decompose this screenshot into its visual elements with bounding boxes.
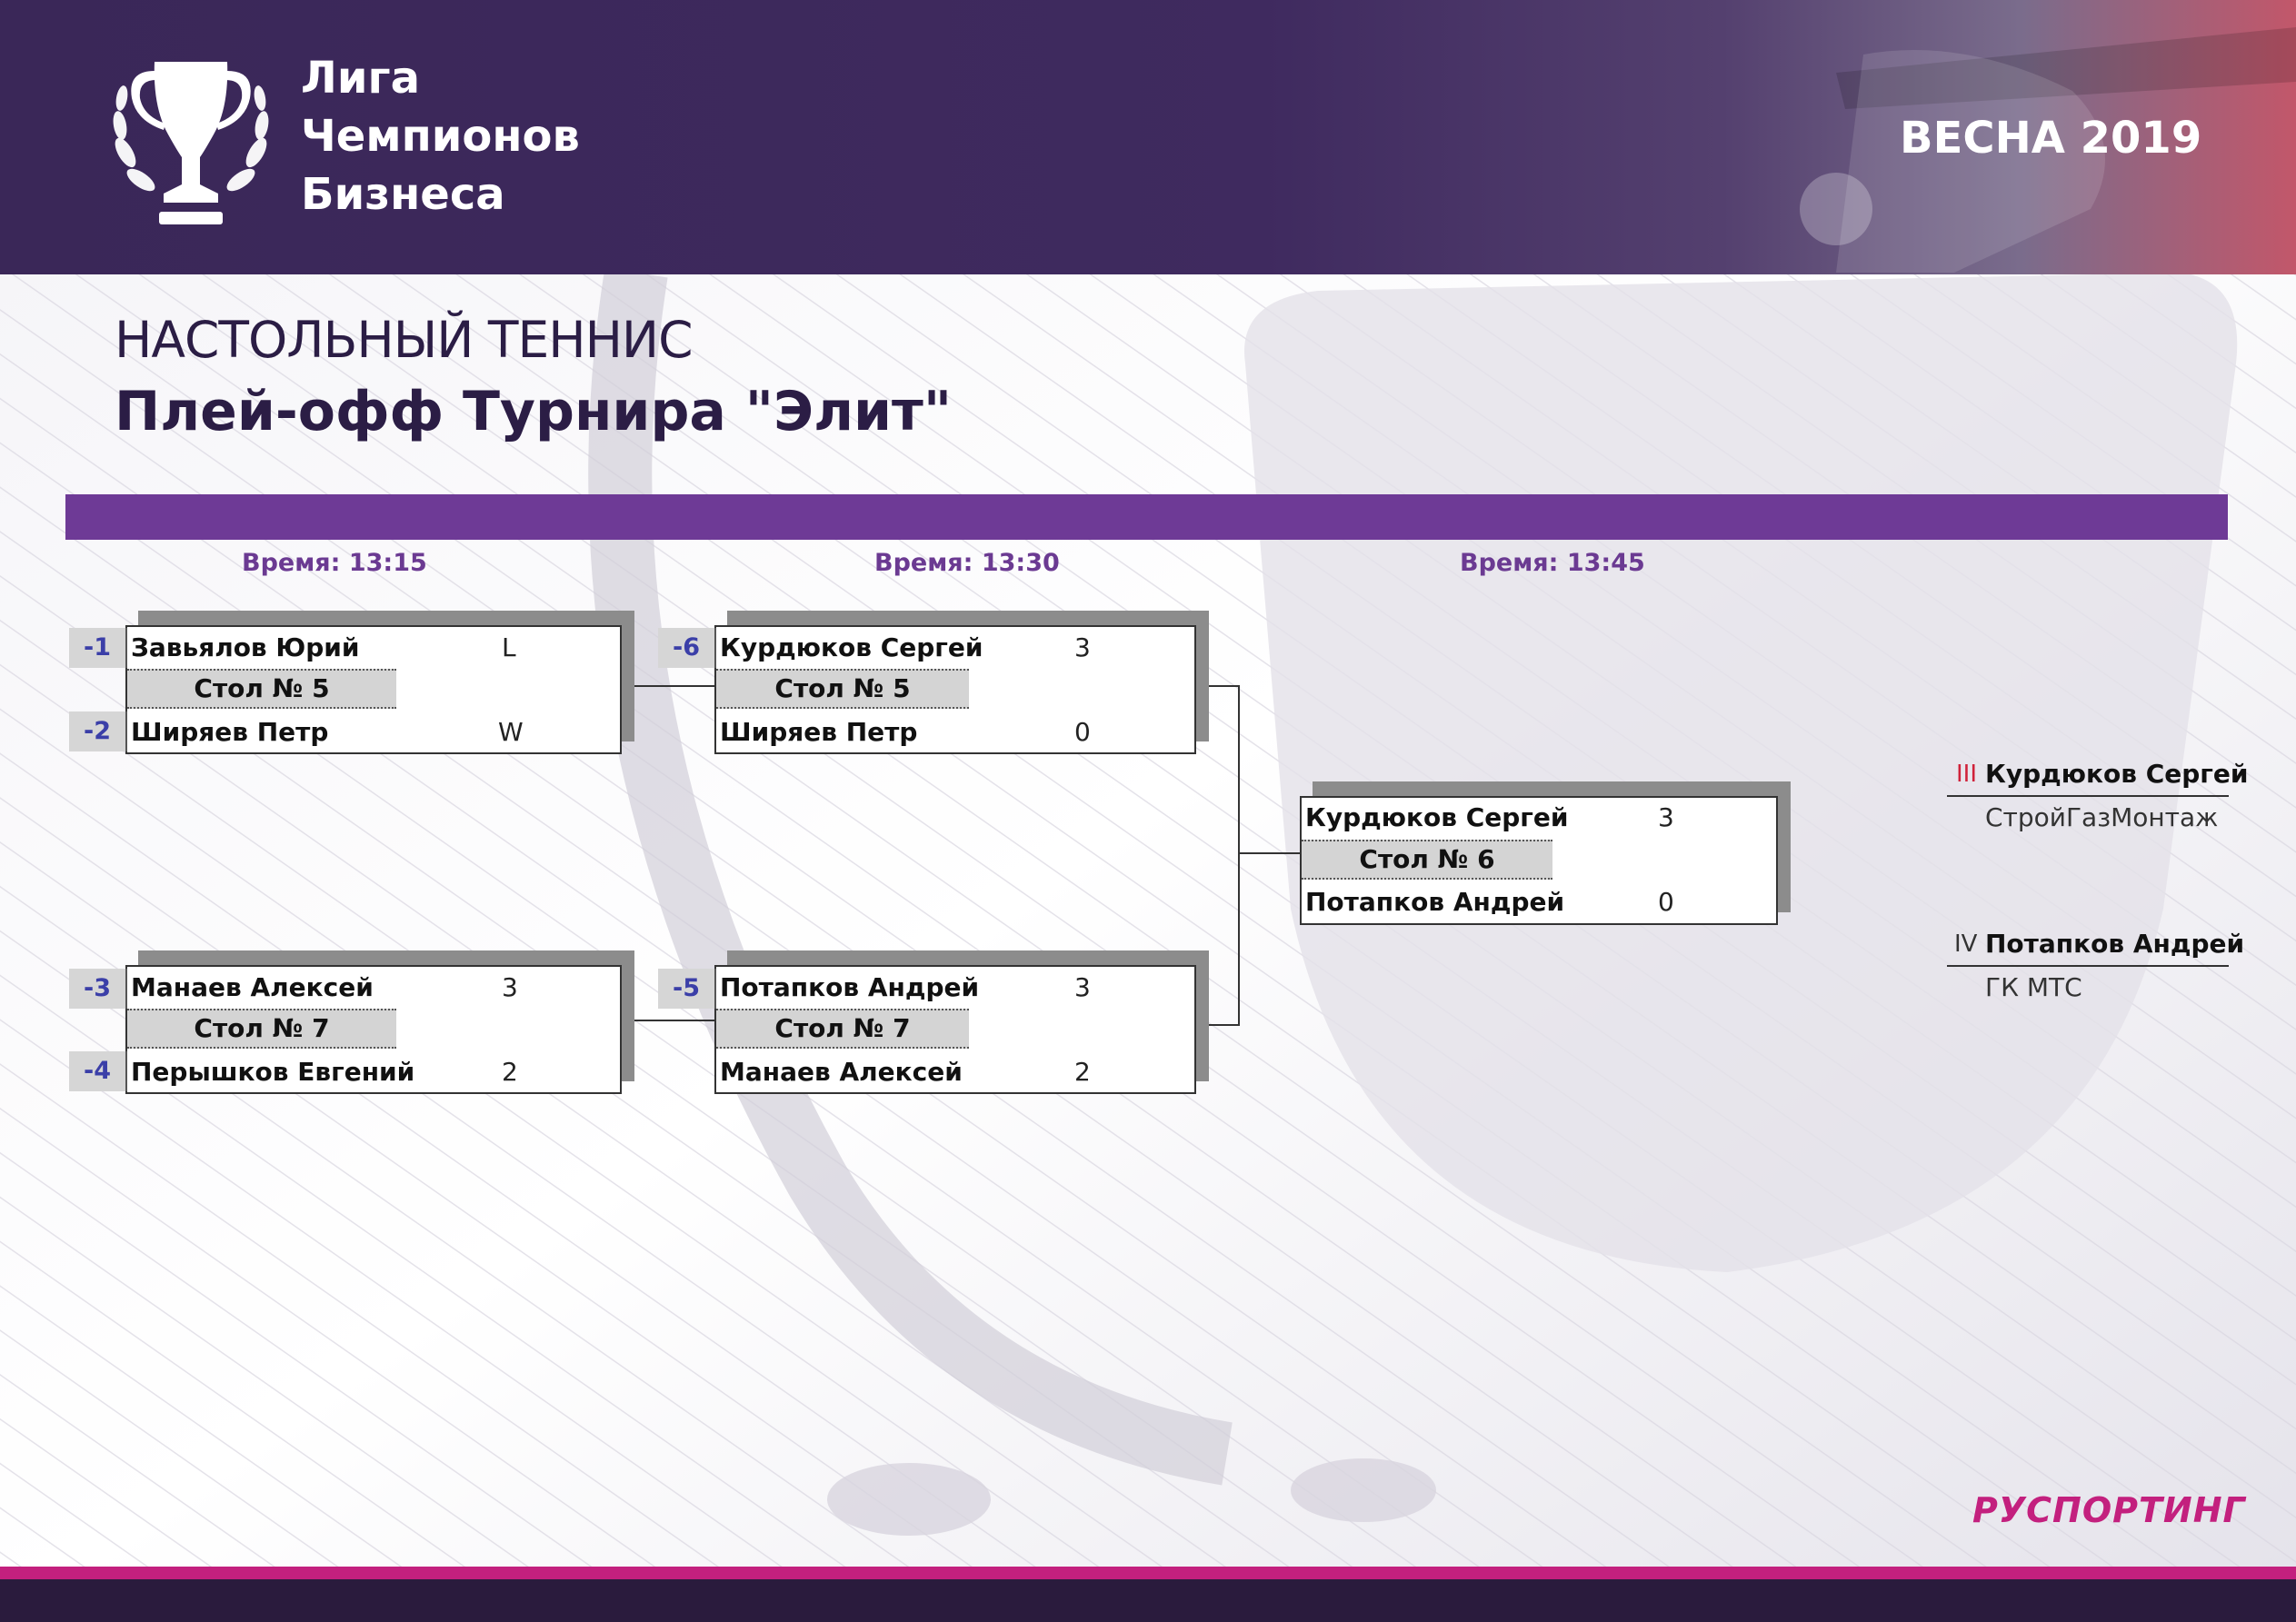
season-label: ВЕСНА 2019 [1900, 113, 2202, 164]
score-top: 3 [1074, 972, 1091, 1002]
place-divider [1947, 965, 2229, 967]
table-number: Стол № 5 [127, 669, 396, 709]
page-title: Плей-офф Турнира "Элит" [115, 380, 953, 443]
player-top: Завьялов Юрий [131, 632, 360, 662]
sponsor-logo: РУСПОРТИНГ [1972, 1490, 2246, 1530]
score-bottom: 2 [1074, 1057, 1091, 1087]
table-number: Стол № 7 [716, 1009, 969, 1049]
place-player: Потапков Андрей [1985, 929, 2245, 959]
logo-line-2: Чемпионов [301, 111, 580, 162]
logo-line-1: Лига [301, 53, 420, 104]
place-organization: СтройГазМонтаж [1985, 802, 2219, 832]
score-top: 3 [1658, 802, 1674, 832]
connector-r2m2-out [1207, 1024, 1240, 1026]
place-divider [1947, 795, 2229, 797]
score-bottom: 0 [1658, 887, 1674, 917]
connector-r1m1-to-r2m1 [620, 685, 714, 687]
score-top: L [502, 632, 516, 662]
place-player: Курдюков Сергей [1985, 759, 2249, 789]
seed-badge: -1 [69, 628, 127, 668]
score-top: 3 [502, 972, 518, 1002]
seed-badge: -6 [658, 628, 716, 668]
header-banner: Лига Чемпионов Бизнеса ВЕСНА 2019 [0, 0, 2296, 274]
score-bottom: 2 [502, 1057, 518, 1087]
footer-bar [0, 1579, 2296, 1622]
round-2-time: Время: 13:30 [874, 549, 1060, 577]
trophy-logo-icon [113, 62, 269, 224]
table-number: Стол № 6 [1302, 840, 1552, 880]
round-1-time: Время: 13:15 [242, 549, 427, 577]
player-bottom: Манаев Алексей [720, 1057, 963, 1087]
player-bottom: Ширяев Петр [131, 717, 329, 747]
table-number: Стол № 5 [716, 669, 969, 709]
player-bottom: Ширяев Петр [720, 717, 918, 747]
player-top: Манаев Алексей [131, 972, 374, 1002]
player-bottom: Потапков Андрей [1305, 887, 1565, 917]
round-3-time: Время: 13:45 [1460, 549, 1645, 577]
league-logo-text: Лига Чемпионов Бизнеса [301, 49, 580, 224]
player-top: Потапков Андрей [720, 972, 980, 1002]
player-bottom: Перышков Евгений [131, 1057, 415, 1087]
seed-badge: -3 [69, 969, 127, 1009]
player-top: Курдюков Сергей [1305, 802, 1569, 832]
place-organization: ГК МТС [1985, 972, 2082, 1002]
seed-badge: -4 [69, 1051, 127, 1091]
logo-line-3: Бизнеса [301, 169, 505, 220]
score-bottom: W [498, 717, 524, 747]
connector-r2m1-out [1207, 685, 1240, 687]
place-number: III [1956, 761, 1978, 788]
score-bottom: 0 [1074, 717, 1091, 747]
sport-name: НАСТОЛЬНЫЙ ТЕННИС [115, 311, 693, 369]
connector-vertical [1238, 685, 1240, 1026]
footer-stripe [0, 1567, 2296, 1579]
table-tennis-net-icon [1800, 27, 2296, 273]
score-top: 3 [1074, 632, 1091, 662]
seed-badge: -5 [658, 969, 716, 1009]
table-number: Стол № 7 [127, 1009, 396, 1049]
place-number: IV [1954, 930, 1978, 958]
connector-to-final [1238, 852, 1300, 854]
section-band [65, 494, 2228, 540]
seed-badge: -2 [69, 711, 127, 751]
connector-r1m2-to-r2m2 [620, 1020, 714, 1021]
player-top: Курдюков Сергей [720, 632, 983, 662]
